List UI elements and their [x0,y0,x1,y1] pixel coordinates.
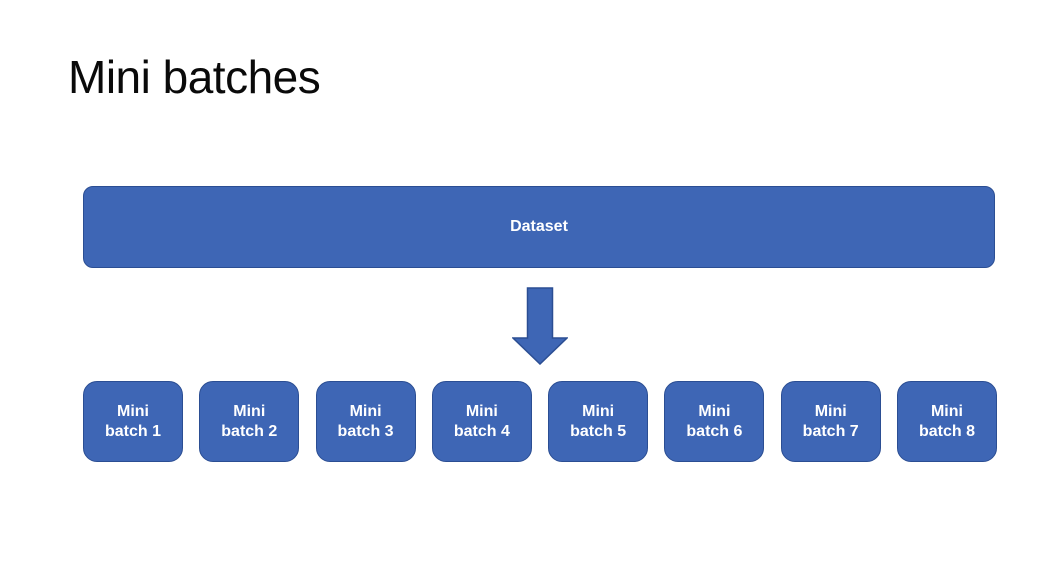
mini-batch-box-6: Mini batch 6 [664,381,765,462]
mini-batch-label: batch 1 [104,422,161,440]
mini-batch-label: Mini [698,402,731,420]
mini-batch-label: Mini [465,402,498,420]
mini-batch-label: Mini [582,402,615,420]
mini-batch-label: batch 6 [686,422,743,440]
mini-batch-box-8: Mini batch 8 [896,381,997,462]
mini-batch-box-4: Mini batch 4 [431,381,532,462]
mini-batch-label: Mini [349,402,382,420]
mini-batch-box-3: Mini batch 3 [315,381,416,462]
dataset-label: Dataset [510,218,568,235]
slide-title: Mini batches [68,51,321,103]
mini-batch-label: Mini [233,402,266,420]
mini-batch-box-1: Mini batch 1 [83,381,183,462]
mini-batch-label: Mini [930,402,963,420]
mini-batch-label: batch 8 [918,422,975,440]
mini-batch-label: Mini [814,402,847,420]
mini-batch-label: batch 4 [453,422,510,440]
mini-batch-label: Mini [117,402,149,420]
mini-batch-label: batch 7 [802,422,859,440]
mini-batch-label: batch 2 [221,422,278,440]
dataset-box: Dataset [83,186,995,268]
mini-batch-box-7: Mini batch 7 [780,381,881,462]
mini-batch-label: batch 3 [337,422,394,440]
mini-batch-box-2: Mini batch 2 [199,381,300,462]
down-arrow-icon [512,287,568,365]
mini-batch-row: Mini batch 1 Mini batch 2 Mini batch 3 M… [83,381,997,462]
mini-batch-box-5: Mini batch 5 [548,381,649,462]
mini-batch-label: batch 5 [570,422,627,440]
